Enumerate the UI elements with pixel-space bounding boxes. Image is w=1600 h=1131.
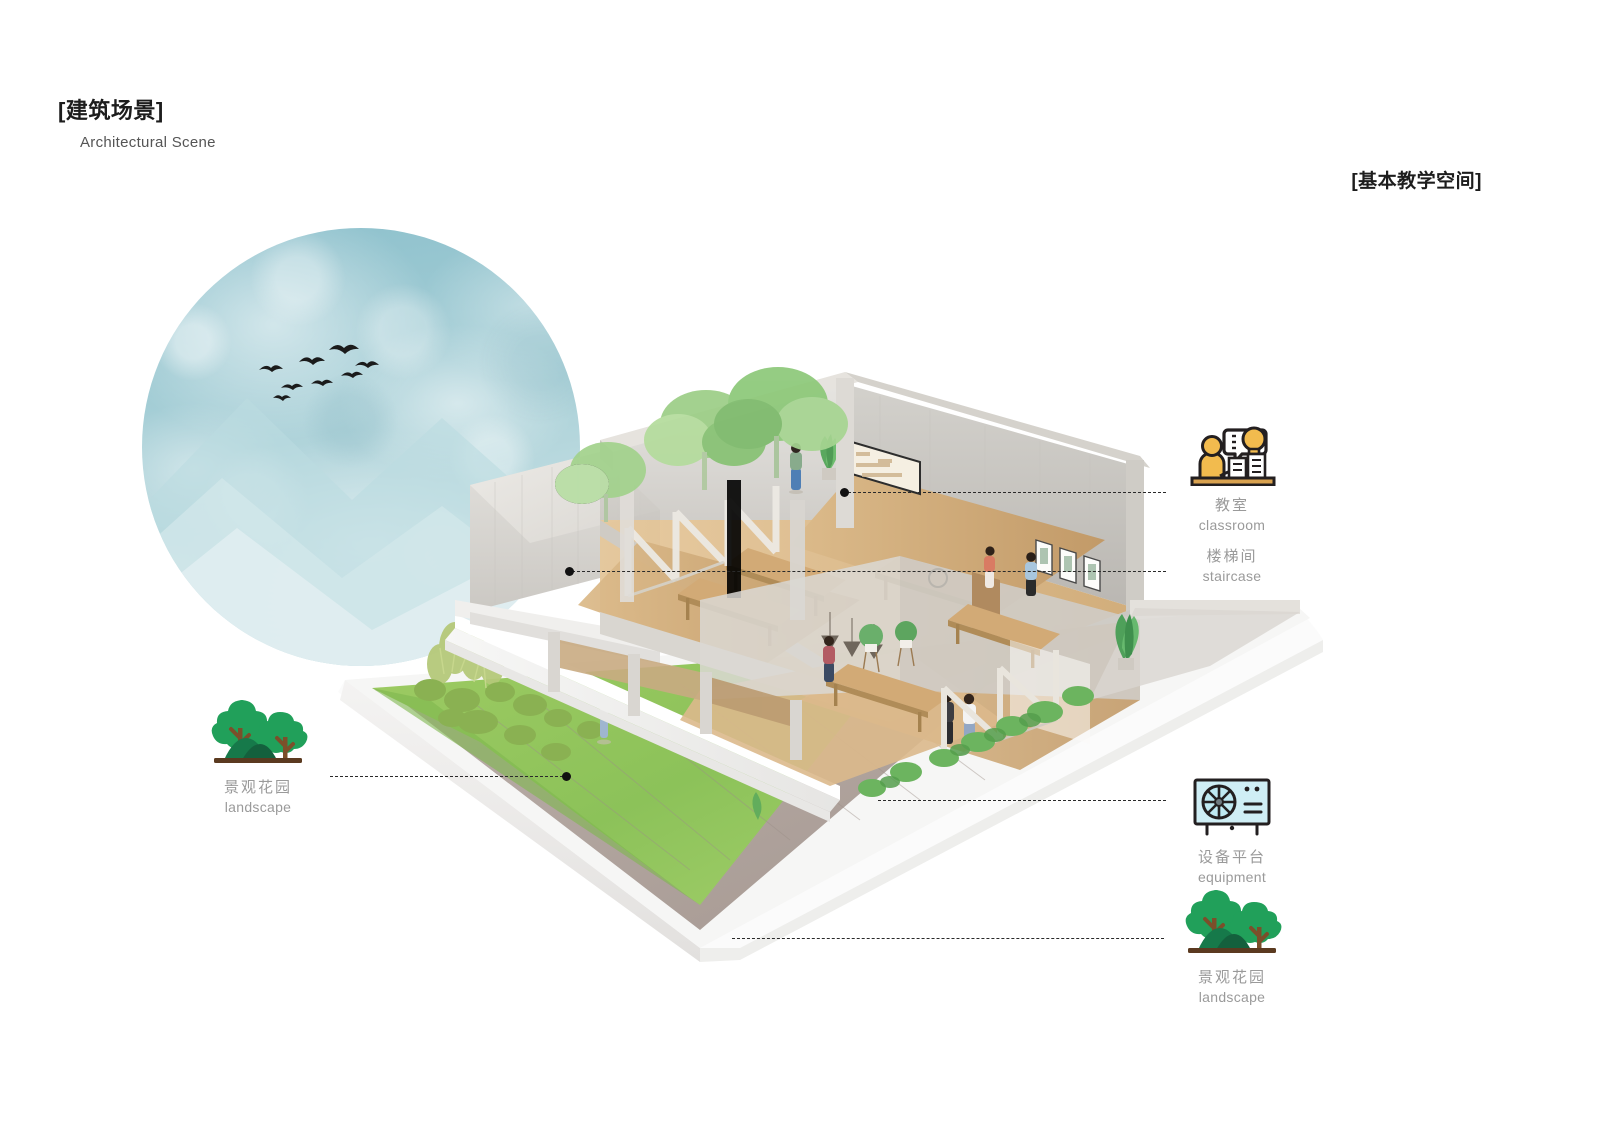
right-eave xyxy=(1090,600,1300,700)
legend-classroom-cn: 教室 xyxy=(1214,497,1249,514)
page-title: [建筑场景] Architectural Scene xyxy=(58,98,216,151)
legend-staircase-en: staircase xyxy=(1202,568,1262,585)
legend-landscape-left-cn: 景观花园 xyxy=(223,779,292,796)
trees-icon xyxy=(1152,880,1312,958)
person-with-bag xyxy=(1025,552,1037,596)
legend-landscape-left-en: landscape xyxy=(224,799,292,816)
leader-dot-staircase xyxy=(565,567,574,576)
leader-line-staircase xyxy=(572,571,1166,572)
plant-stands xyxy=(859,621,917,673)
tree-roof-3 xyxy=(555,442,646,522)
legend-classroom-en: classroom xyxy=(1198,517,1266,534)
leader-dot-classroom xyxy=(840,488,849,497)
legend-landscape-left: 景观花园 landscape xyxy=(178,690,338,817)
corner-plant xyxy=(1115,614,1139,670)
legend-landscape-right-en: landscape xyxy=(1198,989,1266,1006)
edge-shrubs xyxy=(752,614,1139,820)
legend-classroom-staircase: 教室 classroom 楼梯间 staircase xyxy=(1152,408,1312,586)
leader-dot-landscape-left xyxy=(562,772,571,781)
trees-icon xyxy=(178,690,338,768)
leader-line-landscape-right xyxy=(732,938,1164,939)
air-conditioner-icon xyxy=(1152,760,1312,838)
legend-landscape-right-cn: 景观花园 xyxy=(1197,969,1266,986)
legend-equipment-cn: 设备平台 xyxy=(1197,849,1266,866)
leader-line-equipment xyxy=(878,800,1166,801)
legend-equipment-en: equipment xyxy=(1197,869,1267,886)
legend-equipment: 设备平台 equipment xyxy=(1152,760,1312,887)
person-standing-door xyxy=(984,546,995,588)
corner-section-label: [基本教学空间] xyxy=(1351,171,1482,192)
building-mass xyxy=(455,372,1300,786)
page-title-en: Architectural Scene xyxy=(80,134,216,152)
teacher-lightbulb-icon xyxy=(1152,408,1312,486)
birds-flock-icon xyxy=(259,344,379,401)
legend-staircase-cn: 楼梯间 xyxy=(1206,548,1258,566)
person-lower-left xyxy=(823,636,835,682)
tree-roof-2 xyxy=(714,367,848,478)
page-title-cn: [建筑场景] xyxy=(58,98,164,123)
ground-columns xyxy=(548,632,802,760)
table-lower-a xyxy=(826,664,950,732)
leader-line-classroom xyxy=(848,492,1166,493)
rooftop-trees xyxy=(555,367,848,522)
leader-line-landscape-left xyxy=(330,776,568,777)
legend-landscape-right: 景观花园 landscape xyxy=(1152,880,1312,1007)
